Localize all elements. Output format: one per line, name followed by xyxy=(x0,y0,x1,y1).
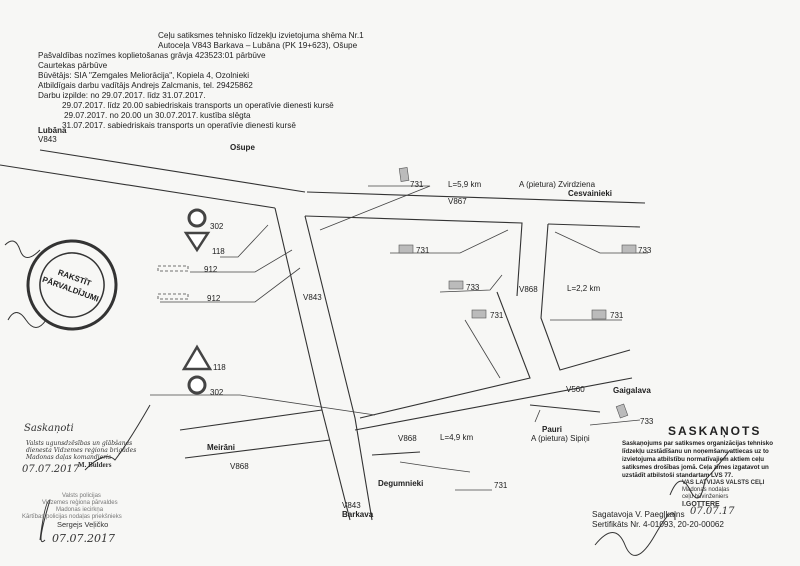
schedule-line: kustība slēgta xyxy=(200,111,251,120)
detour-sign-731: 731 xyxy=(471,309,504,320)
road-lines xyxy=(0,149,646,521)
place-degumnieki: Degumnieki xyxy=(378,479,423,488)
svg-text:733: 733 xyxy=(640,417,654,426)
svg-text:731: 731 xyxy=(610,311,624,320)
svg-text:302: 302 xyxy=(210,388,224,397)
svg-text:731: 731 xyxy=(416,246,430,255)
approval-dept: ceļu būvinženiers xyxy=(682,494,729,500)
bus-stop-zvirdziena: A (pietura) Zvirdziena xyxy=(519,180,596,189)
project-line: Pašvaldības nozīmes koplietošanas grāvja… xyxy=(38,51,266,60)
svg-text:912: 912 xyxy=(204,265,218,274)
signature xyxy=(4,240,731,556)
approval-text: Saskaņojums par satiksmes organizācijas … xyxy=(622,440,773,479)
scheme-title: Ceļu satiksmes tehnisko līdzekļu izvieto… xyxy=(158,31,364,40)
distance-label: L=2,2 km xyxy=(567,284,600,293)
svg-text:731: 731 xyxy=(494,481,508,490)
road-label-v868: V868 xyxy=(398,434,417,443)
preparer-name: Sagatavoja V. Paegļkalns xyxy=(592,510,685,519)
road-label-v867: V867 xyxy=(448,197,467,206)
chevron-barrier-sign-912: 912 xyxy=(157,293,221,303)
place-cesvainieki: Cesvainieki xyxy=(568,189,612,198)
project-line: Caurtekas pārbūve xyxy=(38,61,108,70)
schedule-line: 29.07.2017. līdz 20.00 sabiedriskais tra… xyxy=(62,101,334,110)
place-gaigalava: Gaigalava xyxy=(613,386,651,395)
svg-text:912: 912 xyxy=(207,294,221,303)
no-entry-sign-302: 302 xyxy=(187,375,224,397)
schedule-line: 29.07.2017. no 20.00 un 30.07.2017. xyxy=(64,111,199,120)
fire-service-line: Madonas daļas komandieris xyxy=(26,454,112,461)
sign-leader-lines xyxy=(150,185,648,473)
police-line: Valsts policijas xyxy=(62,493,101,499)
svg-text:731: 731 xyxy=(410,180,424,189)
approval-date: 07.07.17 xyxy=(690,506,735,517)
manager-line: Atbildīgais darbu vadītājs Andrejs Zalcm… xyxy=(38,81,253,90)
bus-stop-sipini: A (pietura) Sipiņi xyxy=(531,434,590,443)
approval-title: SASKAŅOTS xyxy=(668,424,762,438)
detour-sign-731: 731 xyxy=(398,167,424,189)
detour-sign-733: 733 xyxy=(621,244,652,255)
road-label-v843: V843 xyxy=(342,501,361,510)
road-label-v868: V868 xyxy=(519,285,538,294)
fire-service-date: 07.07.2017 xyxy=(22,464,80,475)
police-line: Vidzemes reģiona pārvaldes xyxy=(42,500,118,506)
roadworks-warning-sign-118: 118 xyxy=(183,231,225,256)
road-label-v843: V843 xyxy=(38,135,57,144)
distance-label: L=4,9 km xyxy=(440,433,473,442)
fire-service-name: M. Bulders xyxy=(78,461,112,469)
road-label-v868: V868 xyxy=(230,462,249,471)
work-period-line: Darbu izpilde: no 29.07.2017. līdz 31.07… xyxy=(38,91,206,100)
schedule-line: 31.07.2017. sabiedriskais transports un … xyxy=(62,121,296,130)
police-line: Kārtības policijas nodaļas priekšnieks xyxy=(22,514,122,520)
svg-text:731: 731 xyxy=(490,311,504,320)
svg-text:733: 733 xyxy=(466,283,480,292)
approval-org: VAS LATVIJAS VALSTS CEĻI xyxy=(682,480,765,486)
official-stamp: RAKSTĪT PĀRVALDĪJUMI xyxy=(26,239,118,331)
no-entry-sign-302: 302 xyxy=(187,208,224,231)
road-label-v560: V560 xyxy=(566,385,585,394)
detour-sign-733: 733 xyxy=(615,403,654,426)
detour-sign-731: 731 xyxy=(455,481,508,491)
roadworks-warning-sign-118: 118 xyxy=(181,344,226,372)
detour-sign-731: 731 xyxy=(398,244,430,255)
left-approval-heading: Saskaņoti xyxy=(24,423,74,434)
svg-text:302: 302 xyxy=(210,222,224,231)
fire-service-line: Valsts ugunsdzēsības un glābšanas xyxy=(26,440,133,447)
road-label-v843: V843 xyxy=(303,293,322,302)
approval-name: I.GOTTERE xyxy=(682,501,720,508)
police-date: 07.07.2017 xyxy=(52,532,115,545)
chevron-barrier-sign-912: 912 xyxy=(157,265,218,274)
detour-sign-733: 733 xyxy=(448,280,480,292)
bus-stop-pauri: Pauri xyxy=(542,425,562,434)
police-line: Madonas iecirkņa xyxy=(56,507,104,513)
place-lubana: Lubāna xyxy=(38,126,67,135)
preparer-certificate: Sertifikāts Nr. 4-01093, 20-20-00062 xyxy=(592,520,724,529)
svg-text:118: 118 xyxy=(213,363,226,372)
builder-line: Būvētājs: SIA "Zemgales Meliorācija", Ko… xyxy=(38,71,250,80)
approval-dept: Madonas nodaļas xyxy=(682,487,730,493)
police-officer-name: Sergejs Veļičko xyxy=(57,520,109,529)
svg-text:733: 733 xyxy=(638,246,652,255)
place-barkava: Barkava xyxy=(342,510,374,519)
fire-service-line: dienesta Vidzemes reģiona brigādes xyxy=(26,447,137,454)
svg-text:118: 118 xyxy=(212,247,225,256)
detour-sign-731: 731 xyxy=(591,309,624,320)
distance-label: L=5,9 km xyxy=(448,180,481,189)
place-osupe: Ošupe xyxy=(230,143,255,152)
place-meirani: Meirāni xyxy=(207,443,235,452)
scheme-subtitle: Autoceļa V843 Barkava – Lubāna (PK 19+62… xyxy=(158,41,358,50)
